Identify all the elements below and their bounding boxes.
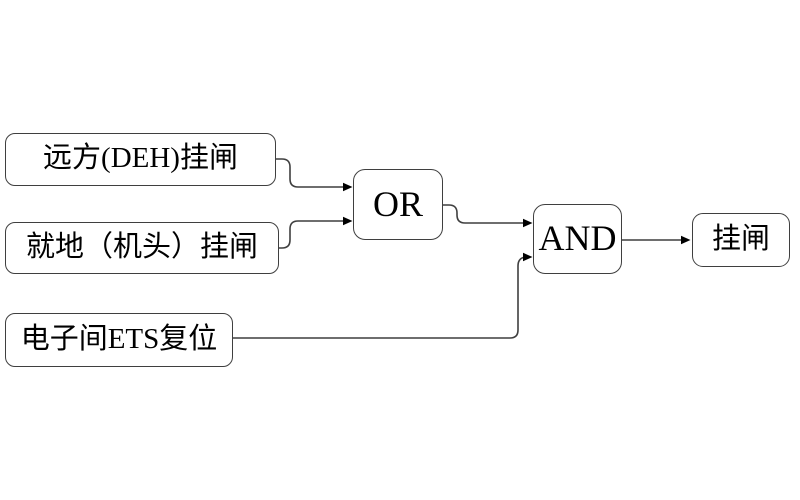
wire-input1-to-or xyxy=(276,158,343,188)
arrowhead-input2-to-or xyxy=(343,216,353,226)
wire-or-to-and xyxy=(443,204,523,224)
node-remote-deh-latch-label: 远方(DEH)挂闸 xyxy=(43,142,238,174)
node-remote-deh-latch: 远方(DEH)挂闸 xyxy=(5,133,276,186)
node-electronic-room-ets-reset: 电子间ETS复位 xyxy=(5,313,233,367)
arrowhead-input3-to-and xyxy=(523,252,533,262)
arrowhead-input1-to-or xyxy=(343,182,353,192)
node-local-head-latch: 就地（机头）挂闸 xyxy=(5,222,279,274)
node-local-head-latch-label: 就地（机头）挂闸 xyxy=(25,230,258,263)
arrowhead-or-to-and xyxy=(523,218,533,228)
node-and-gate-label: AND xyxy=(538,218,617,258)
node-electronic-room-ets-reset-label: 电子间ETS复位 xyxy=(20,322,218,355)
arrowhead-and-to-output xyxy=(681,235,691,245)
node-and-gate: AND xyxy=(533,204,622,274)
node-or-gate-label: OR xyxy=(372,183,423,224)
wire-input2-to-or xyxy=(279,220,343,249)
node-latch-output-label: 挂闸 xyxy=(711,222,770,255)
wire-input3-to-and xyxy=(233,256,528,339)
node-latch-output: 挂闸 xyxy=(692,213,790,267)
node-or-gate: OR xyxy=(353,169,443,240)
